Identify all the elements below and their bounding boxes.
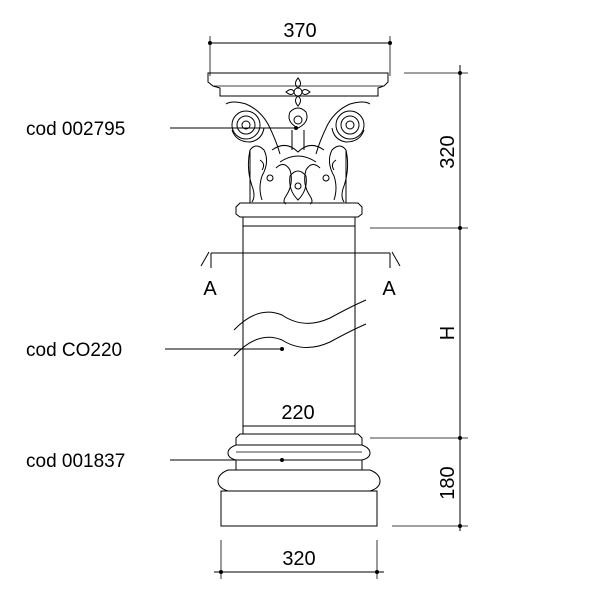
code-label-capital: cod 002795 (26, 119, 298, 140)
code-label-base: cod 001837 (26, 451, 284, 472)
base (217, 425, 381, 527)
shaft (233, 226, 367, 426)
code-text-shaft: cod CO220 (26, 340, 122, 361)
acanthus-leaves-ornament (247, 145, 349, 205)
dimension-capital-width: 370 (208, 20, 392, 76)
dimension-label-h: H (437, 326, 459, 340)
dimension-base-width: 320 (214, 540, 384, 579)
right-volute-ornament (315, 101, 371, 155)
dimension-label-180: 180 (437, 466, 459, 499)
code-text-capital: cod 002795 (26, 119, 125, 140)
capital (207, 72, 389, 227)
central-ornament (271, 107, 325, 163)
section-mark-left: A (203, 278, 217, 300)
dimension-label-320-capital: 320 (437, 135, 459, 168)
code-text-base: cod 001837 (26, 451, 125, 472)
dimension-label-320-base: 320 (282, 548, 315, 570)
code-label-shaft: cod CO220 (26, 340, 284, 361)
section-mark-right: A (382, 278, 396, 300)
rosette-ornament (285, 77, 311, 107)
left-volute-ornament (225, 101, 281, 155)
dimension-label-220: 220 (281, 402, 314, 424)
dimension-right-chain: 320 H 180 (370, 65, 468, 531)
section-line-a-a: A A (200, 251, 401, 300)
dimension-label-370: 370 (283, 20, 316, 42)
